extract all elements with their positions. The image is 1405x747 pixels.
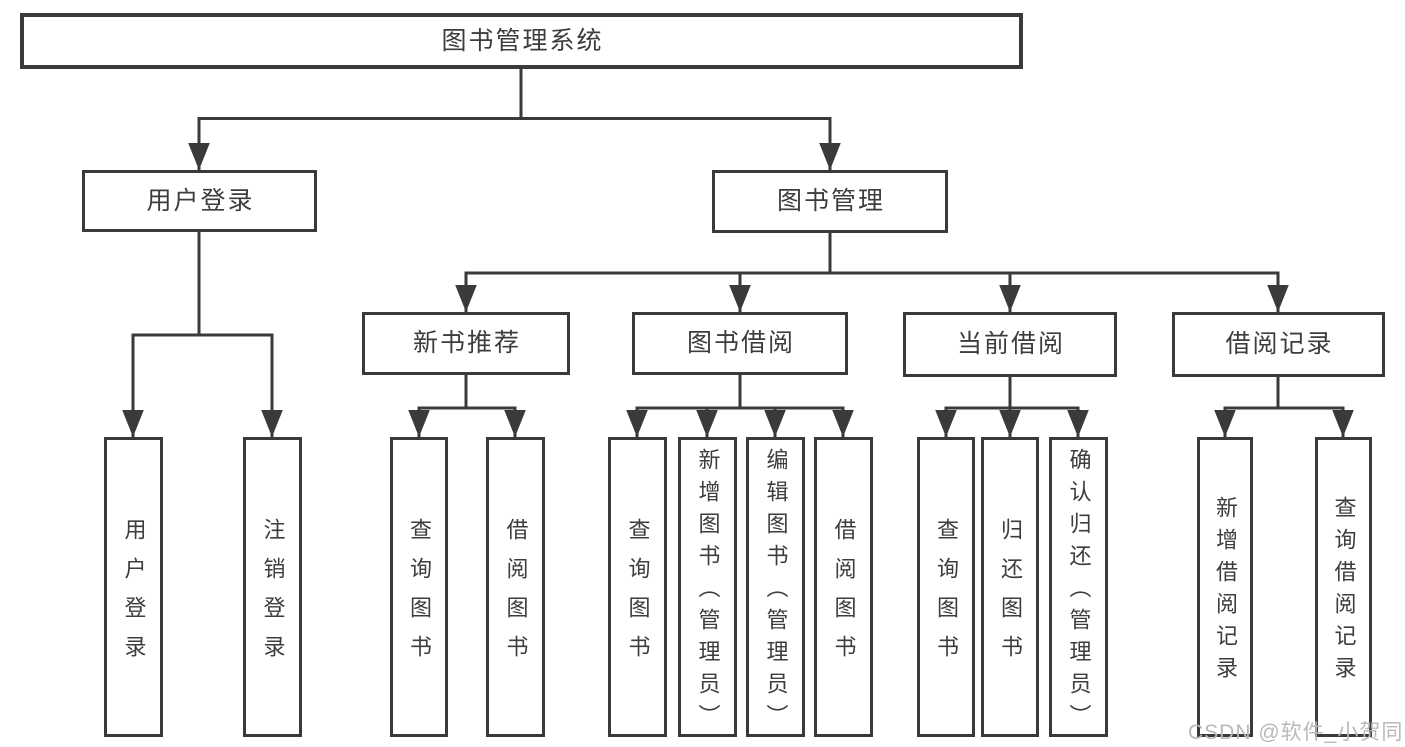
node-leaf-logout-label: 注销登录 (260, 517, 286, 674)
node-book-management-branch: 图书管理 (712, 170, 948, 233)
node-leaf-logout: 注销登录 (243, 437, 302, 737)
node-book-borrowing: 图书借阅 (632, 312, 848, 375)
node-leaf-add-book-admin-label: 新增图书（管理员） (695, 448, 721, 736)
node-leaf-query-books-current-label: 查询图书 (934, 517, 959, 674)
node-user-login-branch-label: 用户登录 (146, 186, 255, 215)
node-leaf-query-books-recommend-label: 查询图书 (407, 517, 432, 674)
node-book-management-branch-label: 图书管理 (776, 187, 885, 215)
node-leaf-borrow-books-recommend: 借阅图书 (486, 437, 545, 737)
node-root-library-system: 图书管理系统 (20, 13, 1023, 69)
node-leaf-borrow-books-borrowing: 借阅图书 (814, 437, 873, 737)
node-leaf-confirm-return-admin: 确认归还（管理员） (1049, 437, 1108, 737)
node-leaf-confirm-return-admin-label: 确认归还（管理员） (1066, 448, 1092, 736)
node-new-book-recommendation-label: 新书推荐 (412, 329, 521, 357)
node-leaf-user-login-label: 用户登录 (121, 517, 147, 674)
node-leaf-query-books-borrowing: 查询图书 (608, 437, 667, 737)
node-current-borrowing: 当前借阅 (903, 312, 1117, 377)
node-leaf-borrow-books-recommend-label: 借阅图书 (503, 517, 529, 674)
node-leaf-query-books-recommend: 查询图书 (390, 437, 448, 737)
node-leaf-query-books-borrowing-label: 查询图书 (625, 517, 651, 674)
node-new-book-recommendation: 新书推荐 (362, 312, 570, 375)
node-user-login-branch: 用户登录 (82, 170, 317, 232)
watermark: CSDN @软件_小贺同学 (1188, 721, 1405, 744)
node-leaf-return-book-label: 归还图书 (998, 517, 1023, 674)
node-leaf-query-borrow-record: 查询借阅记录 (1315, 437, 1372, 737)
node-leaf-edit-book-admin: 编辑图书（管理员） (746, 437, 805, 737)
node-book-borrowing-label: 图书借阅 (686, 329, 795, 357)
node-leaf-add-borrow-record-label: 新增借阅记录 (1213, 496, 1238, 688)
node-leaf-add-borrow-record: 新增借阅记录 (1197, 437, 1253, 737)
node-leaf-return-book: 归还图书 (981, 437, 1039, 737)
node-leaf-user-login: 用户登录 (104, 437, 163, 737)
node-current-borrowing-label: 当前借阅 (956, 330, 1065, 358)
node-leaf-query-borrow-record-label: 查询借阅记录 (1331, 496, 1357, 688)
node-leaf-add-book-admin: 新增图书（管理员） (678, 437, 737, 737)
node-leaf-edit-book-admin-label: 编辑图书（管理员） (763, 448, 789, 736)
node-leaf-query-books-current: 查询图书 (917, 437, 975, 737)
node-root-label: 图书管理系统 (441, 26, 604, 55)
node-borrowing-records-label: 借阅记录 (1225, 330, 1334, 358)
node-borrowing-records: 借阅记录 (1172, 312, 1385, 377)
node-leaf-borrow-books-borrowing-label: 借阅图书 (831, 517, 857, 674)
